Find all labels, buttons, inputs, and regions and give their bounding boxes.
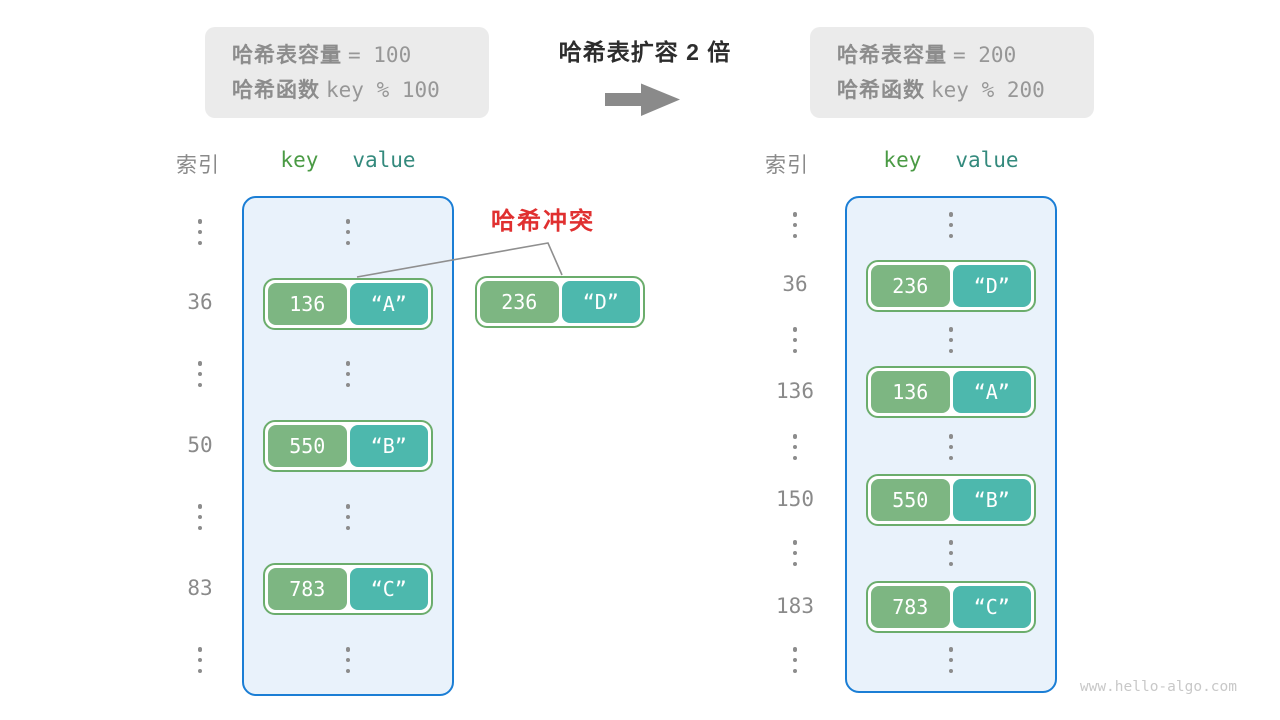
key-cell: 236 (480, 281, 559, 323)
diagram-title: 哈希表扩容 2 倍 (558, 39, 732, 65)
vertical-ellipsis-icon (790, 434, 800, 460)
key-column-header: key (883, 148, 922, 172)
hash-collision-label: 哈希冲突 (491, 208, 595, 235)
vertical-ellipsis-icon (946, 327, 956, 353)
value-cell: “B” (952, 479, 1031, 521)
hash-function-value: key % 200 (931, 78, 1045, 102)
index-label: 36 (187, 290, 213, 314)
capacity-label: 哈希表容量 (837, 44, 947, 67)
hash-function-label: 哈希函数 (232, 79, 320, 102)
capacity-line: 哈希表容量 = 200 (837, 38, 1094, 73)
left-index-header: 索引 (176, 154, 220, 177)
vertical-ellipsis-icon (790, 540, 800, 566)
left-capacity-box: 哈希表容量 = 100 哈希函数 key % 100 (205, 27, 489, 118)
kv-pair-136-A: 136 “A” (866, 366, 1036, 418)
key-cell: 136 (268, 283, 347, 325)
value-cell: “C” (349, 568, 428, 610)
capacity-label: 哈希表容量 (232, 44, 342, 67)
vertical-ellipsis-icon (946, 212, 956, 238)
key-cell: 783 (268, 568, 347, 610)
capacity-value: = 100 (348, 43, 412, 67)
capacity-value: = 200 (953, 43, 1017, 67)
index-label: 83 (187, 576, 213, 600)
key-cell: 550 (871, 479, 950, 521)
kv-pair-783-C: 783 “C” (866, 581, 1036, 633)
key-cell: 783 (871, 586, 950, 628)
index-label: 36 (782, 272, 808, 296)
vertical-ellipsis-icon (790, 327, 800, 353)
value-cell: “D” (561, 281, 640, 323)
value-column-header: value (955, 148, 1019, 172)
value-cell: “A” (952, 371, 1031, 413)
vertical-ellipsis-icon (195, 361, 205, 387)
kv-pair-236-D-colliding: 236 “D” (475, 276, 645, 328)
key-cell: 136 (871, 371, 950, 413)
vertical-ellipsis-icon (946, 540, 956, 566)
watermark: www.hello-algo.com (1079, 679, 1237, 695)
hash-function-line: 哈希函数 key % 200 (837, 73, 1094, 108)
vertical-ellipsis-icon (946, 434, 956, 460)
index-label: 150 (776, 487, 814, 511)
kv-pair-783-C: 783 “C” (263, 563, 433, 615)
right-index-header: 索引 (765, 154, 809, 177)
vertical-ellipsis-icon (195, 647, 205, 673)
vertical-ellipsis-icon (195, 504, 205, 530)
right-kv-header: key value (845, 148, 1057, 172)
hash-function-value: key % 100 (326, 78, 440, 102)
key-column-header: key (280, 148, 319, 172)
kv-pair-550-B: 550 “B” (263, 420, 433, 472)
kv-pair-136-A: 136 “A” (263, 278, 433, 330)
vertical-ellipsis-icon (343, 219, 353, 245)
index-label: 136 (776, 379, 814, 403)
vertical-ellipsis-icon (343, 647, 353, 673)
vertical-ellipsis-icon (790, 647, 800, 673)
value-column-header: value (352, 148, 416, 172)
index-label: 183 (776, 594, 814, 618)
kv-pair-550-B: 550 “B” (866, 474, 1036, 526)
vertical-ellipsis-icon (946, 647, 956, 673)
right-block-arrow-icon (605, 83, 680, 116)
vertical-ellipsis-icon (195, 219, 205, 245)
index-label: 50 (187, 433, 213, 457)
kv-pair-236-D: 236 “D” (866, 260, 1036, 312)
left-kv-header: key value (242, 148, 454, 172)
vertical-ellipsis-icon (343, 361, 353, 387)
hash-function-line: 哈希函数 key % 100 (232, 73, 489, 108)
vertical-ellipsis-icon (343, 504, 353, 530)
key-cell: 550 (268, 425, 347, 467)
value-cell: “A” (349, 283, 428, 325)
value-cell: “B” (349, 425, 428, 467)
value-cell: “D” (952, 265, 1031, 307)
hash-function-label: 哈希函数 (837, 79, 925, 102)
key-cell: 236 (871, 265, 950, 307)
value-cell: “C” (952, 586, 1031, 628)
capacity-line: 哈希表容量 = 100 (232, 38, 489, 73)
vertical-ellipsis-icon (790, 212, 800, 238)
right-capacity-box: 哈希表容量 = 200 哈希函数 key % 200 (810, 27, 1094, 118)
